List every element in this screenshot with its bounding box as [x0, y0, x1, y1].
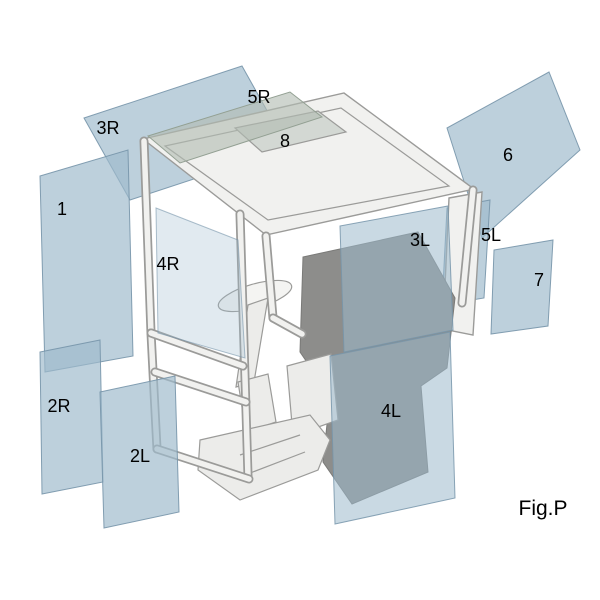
panel-5R-glass — [146, 91, 324, 164]
cab-front-cross-beam-upper — [148, 330, 246, 369]
figure-caption: Fig.P — [518, 497, 568, 520]
part-label-7: 7 — [533, 270, 545, 290]
part-label-5R: 5R — [247, 87, 271, 107]
panel-2R-glass — [39, 339, 104, 495]
part-label-5L: 5L — [480, 225, 502, 245]
part-label-8: 8 — [279, 131, 291, 151]
part-label-4L: 4L — [380, 401, 402, 421]
panel-1-glass — [39, 149, 134, 373]
part-label-3R: 3R — [96, 118, 120, 138]
panel-2L-glass — [99, 375, 180, 529]
part-label-2L: 2L — [129, 446, 151, 466]
part-label-2R: 2R — [47, 396, 71, 416]
part-label-6: 6 — [502, 145, 514, 165]
cab-front-right-pillar — [263, 233, 276, 321]
panel-4R-glass — [155, 207, 246, 359]
part-label-3L: 3L — [409, 230, 431, 250]
panel-3L-glass — [339, 205, 454, 353]
part-label-1: 1 — [56, 199, 68, 219]
cab-door-beam — [270, 315, 305, 337]
cab-a-pillar — [141, 138, 154, 336]
panel-7-glass — [490, 239, 554, 335]
panel-4L-glass — [329, 331, 456, 525]
cab-step-edge-2 — [244, 451, 306, 476]
cab-floor-steps — [197, 414, 331, 501]
part-label-4R: 4R — [156, 254, 180, 274]
cab-rear-right-pillar — [459, 187, 476, 306]
